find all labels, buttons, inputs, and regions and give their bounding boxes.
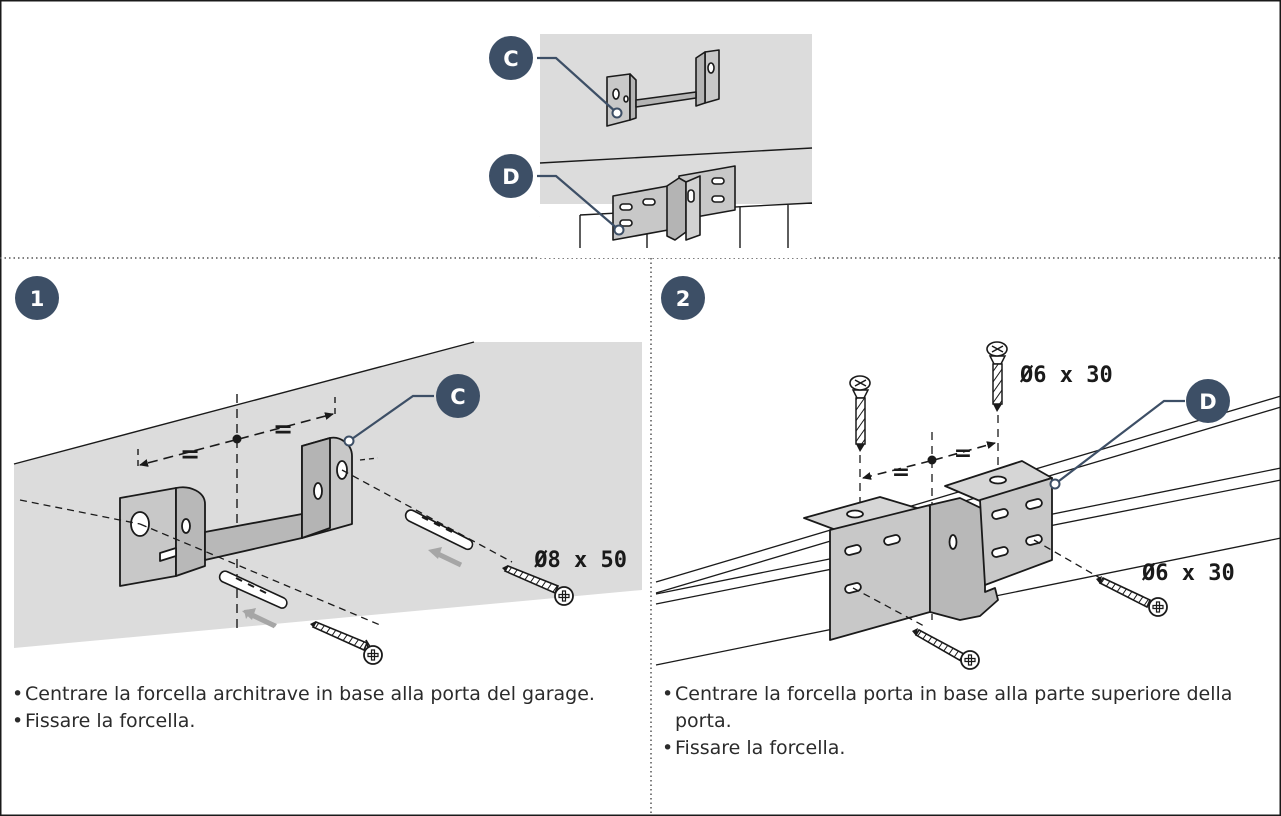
svg-text:C: C [450, 385, 465, 409]
overview-badge-c: C [489, 36, 533, 80]
step2-equal-left: = [892, 460, 910, 485]
step2-illustration: = = [655, 276, 1281, 670]
step1-wall-plug-right [404, 509, 474, 551]
overview-badge-d: D [489, 154, 533, 198]
svg-text:C: C [503, 47, 518, 71]
step2-number-badge: 2 [661, 276, 705, 320]
step1-instructions: Centrare la forcella architrave in base … [12, 681, 622, 735]
step1-number-badge: 1 [15, 276, 59, 320]
step2-screw-size-top: Ø6 x 30 [1019, 363, 1113, 388]
step1-screw-size: Ø8 x 50 [533, 548, 627, 573]
step2-bracket-d [803, 460, 1053, 641]
step1-equal-right: = [273, 415, 293, 443]
svg-text:D: D [1199, 390, 1216, 414]
step2-badge-d: D [1186, 379, 1230, 423]
svg-text:D: D [502, 165, 519, 189]
step1-instruction-1: Centrare la forcella architrave in base … [12, 681, 622, 708]
overview-illustration: C D [489, 34, 813, 258]
step1-badge-c: C [436, 374, 480, 418]
step2-screw-right [1096, 576, 1168, 617]
step2-screw-bottom [912, 628, 980, 670]
svg-text:1: 1 [30, 287, 45, 311]
overview-bracket-d [612, 165, 736, 241]
step1-wall-plug-left [218, 570, 288, 609]
step1-screw-right [502, 565, 574, 606]
step1-illustration: = = [13, 276, 642, 665]
step1-equal-left: = [180, 440, 200, 468]
step2-instruction-2: Fissare la forcella. [662, 735, 1262, 762]
step2-screw-size-side: Ø6 x 30 [1141, 561, 1235, 586]
svg-text:2: 2 [676, 287, 691, 311]
step2-equal-right: = [954, 441, 972, 466]
overview-bracket-c [606, 49, 720, 127]
step2-instruction-1: Centrare la forcella porta in base alla … [662, 681, 1262, 735]
step2-instructions: Centrare la forcella porta in base alla … [662, 681, 1262, 762]
step1-instruction-2: Fissare la forcella. [12, 708, 622, 735]
step1-screw-bottom [310, 620, 383, 665]
step2-screw-top-left [849, 375, 871, 452]
step1-bracket-c [119, 436, 353, 587]
step2-screw-top-right [986, 341, 1008, 412]
